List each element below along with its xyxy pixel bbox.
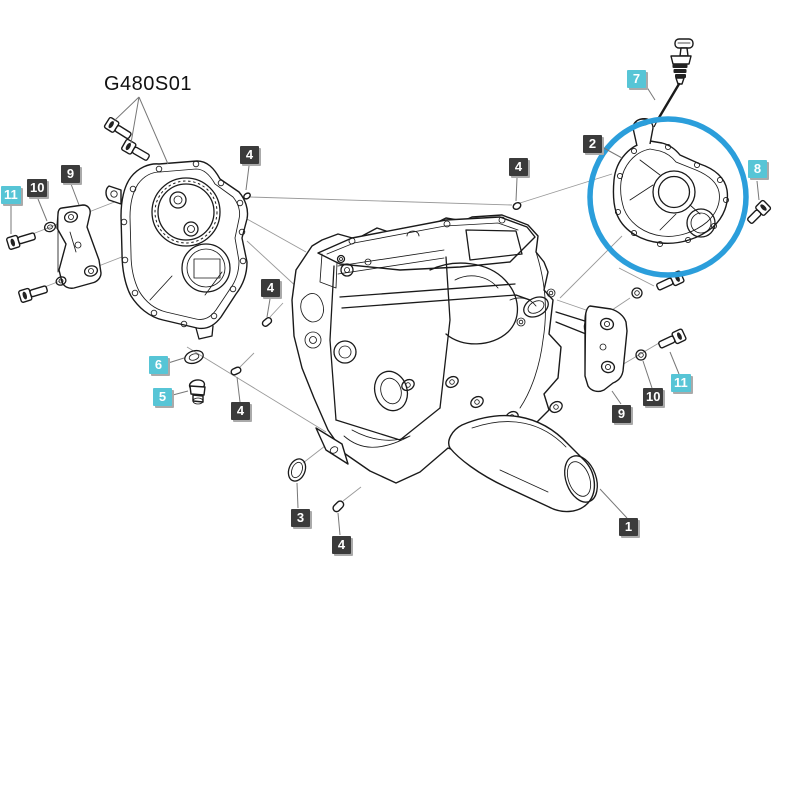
bolt bbox=[6, 232, 36, 250]
callout-10-left[interactable]: 10 bbox=[27, 179, 48, 197]
callout-2[interactable]: 2 bbox=[583, 135, 602, 153]
dipstick bbox=[653, 38, 694, 128]
diagram-code: G480S01 bbox=[104, 73, 193, 95]
highlight-circle bbox=[587, 116, 749, 278]
mounting-bracket-left bbox=[56, 204, 102, 289]
callout-8[interactable]: 8 bbox=[748, 160, 767, 178]
left-side-cover bbox=[105, 160, 249, 340]
right-side-cover bbox=[612, 117, 730, 248]
callout-3[interactable]: 3 bbox=[291, 509, 310, 527]
callout-10-right[interactable]: 10 bbox=[643, 388, 664, 406]
callout-1[interactable]: 1 bbox=[619, 518, 638, 536]
callout-4-c[interactable]: 4 bbox=[261, 279, 280, 297]
drain-plug bbox=[188, 379, 206, 405]
callout-4-d[interactable]: 4 bbox=[231, 402, 250, 420]
callout-4-b[interactable]: 4 bbox=[509, 158, 528, 176]
callout-6[interactable]: 6 bbox=[149, 356, 168, 374]
callout-9-left[interactable]: 9 bbox=[61, 165, 80, 183]
callout-4-e[interactable]: 4 bbox=[332, 536, 351, 554]
bolt bbox=[121, 138, 150, 161]
seal-washer bbox=[184, 349, 204, 365]
washer bbox=[631, 287, 647, 361]
callout-4-a[interactable]: 4 bbox=[240, 146, 259, 164]
callout-7[interactable]: 7 bbox=[627, 70, 646, 88]
main-housing bbox=[291, 214, 598, 513]
o-ring bbox=[287, 458, 307, 482]
callout-5[interactable]: 5 bbox=[153, 388, 172, 406]
bolt bbox=[747, 199, 772, 224]
bolt bbox=[103, 116, 132, 140]
leader-lines bbox=[10, 80, 760, 536]
washer bbox=[43, 221, 67, 286]
output-shaft-tube bbox=[448, 415, 598, 513]
dowel-pin bbox=[230, 192, 522, 513]
callout-11-right[interactable]: 11 bbox=[671, 374, 691, 392]
callout-11-left[interactable]: 11 bbox=[1, 186, 21, 204]
callout-9-right[interactable]: 9 bbox=[612, 405, 631, 423]
bolt bbox=[658, 328, 687, 349]
mounting-bracket-right bbox=[584, 305, 628, 393]
bolt bbox=[18, 285, 48, 303]
